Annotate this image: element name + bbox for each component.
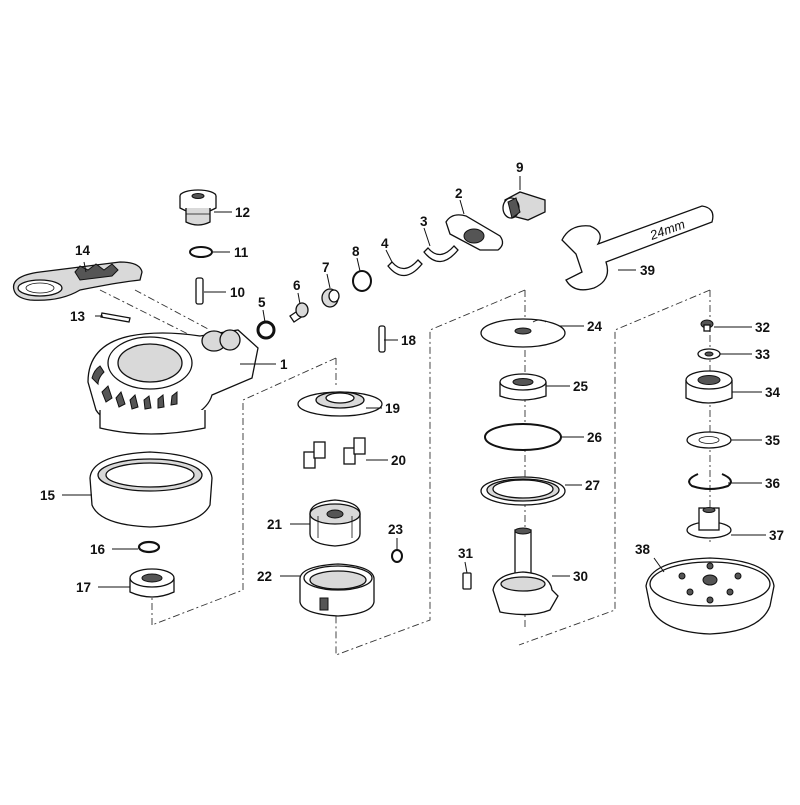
part-18-pin	[378, 325, 386, 353]
callout-24: 24	[587, 319, 603, 334]
part-32-screw	[700, 319, 714, 332]
callout-11: 11	[234, 245, 249, 260]
part-27-seal	[480, 476, 566, 506]
callout-32: 32	[755, 320, 770, 335]
part-19-cylinder-cap	[297, 391, 383, 417]
callout-3: 3	[420, 214, 428, 229]
part-3-muffler	[423, 245, 459, 263]
part-23-ring	[391, 549, 403, 563]
part-35-washer	[686, 431, 732, 449]
callout-8: 8	[352, 244, 360, 259]
part-22-cylinder	[299, 563, 375, 617]
callout-12: 12	[235, 205, 250, 220]
part-8-o-ring	[352, 270, 372, 292]
part-4-muffler	[387, 259, 423, 277]
leader-lines	[62, 176, 766, 588]
part-39-wrench: 24mm	[561, 205, 714, 291]
part-11-o-ring	[189, 246, 213, 258]
callout-37: 37	[769, 528, 784, 543]
callout-34: 34	[765, 385, 781, 400]
callout-31: 31	[458, 546, 474, 561]
callout-17: 17	[76, 580, 91, 595]
part-33-washer	[697, 348, 721, 360]
part-20-vanes	[303, 437, 366, 469]
callout-38: 38	[635, 542, 651, 557]
part-37-hub	[686, 507, 732, 539]
callout-10: 10	[230, 285, 245, 300]
callout-21: 21	[267, 517, 283, 532]
part-2-exhaust-plate	[445, 214, 504, 251]
callout-33: 33	[755, 347, 771, 362]
callout-16: 16	[90, 542, 106, 557]
callout-5: 5	[258, 295, 266, 310]
part-31-key	[462, 572, 472, 590]
part-30-spindle	[492, 527, 559, 616]
part-25-bearing	[499, 373, 547, 401]
callout-14: 14	[75, 243, 91, 258]
callout-15: 15	[40, 488, 56, 503]
part-26-o-ring	[484, 423, 562, 451]
callout-labels: 12 11 10 14 13 1 15 16 17 5 6 7 8 4 3 2 …	[40, 160, 784, 595]
callout-39: 39	[640, 263, 655, 278]
callout-27: 27	[585, 478, 600, 493]
part-7-regulator	[321, 288, 340, 308]
callout-7: 7	[322, 260, 330, 275]
callout-30: 30	[573, 569, 588, 584]
callout-23: 23	[388, 522, 404, 537]
callout-6: 6	[293, 278, 301, 293]
callout-22: 22	[257, 569, 272, 584]
callout-18: 18	[401, 333, 417, 348]
part-15-shroud	[89, 451, 213, 528]
part-6-valve	[289, 302, 309, 323]
part-21-rotor	[309, 499, 361, 547]
part-1-housing	[87, 329, 259, 435]
part-36-snap-ring	[688, 473, 732, 490]
callout-1: 1	[280, 357, 288, 372]
callout-20: 20	[391, 453, 406, 468]
part-9-bushing	[502, 191, 546, 221]
callout-26: 26	[587, 430, 603, 445]
part-16-ring	[137, 540, 161, 554]
part-34-bearing	[685, 370, 733, 404]
part-10-pin	[195, 277, 204, 305]
part-14-hanger	[12, 261, 143, 301]
callout-35: 35	[765, 433, 781, 448]
part-17-bearing	[129, 568, 175, 598]
callout-19: 19	[385, 401, 400, 416]
part-24-bearing-plate	[480, 318, 566, 348]
part-13-pin	[100, 312, 131, 323]
callout-9: 9	[516, 160, 524, 175]
callout-25: 25	[573, 379, 589, 394]
callout-36: 36	[765, 476, 781, 491]
callout-13: 13	[70, 309, 86, 324]
part-5-washer	[256, 320, 276, 340]
part-38-backing-pad	[645, 557, 775, 635]
callout-2: 2	[455, 186, 463, 201]
part-12-inlet-knob	[179, 189, 217, 226]
callout-4: 4	[381, 236, 389, 251]
